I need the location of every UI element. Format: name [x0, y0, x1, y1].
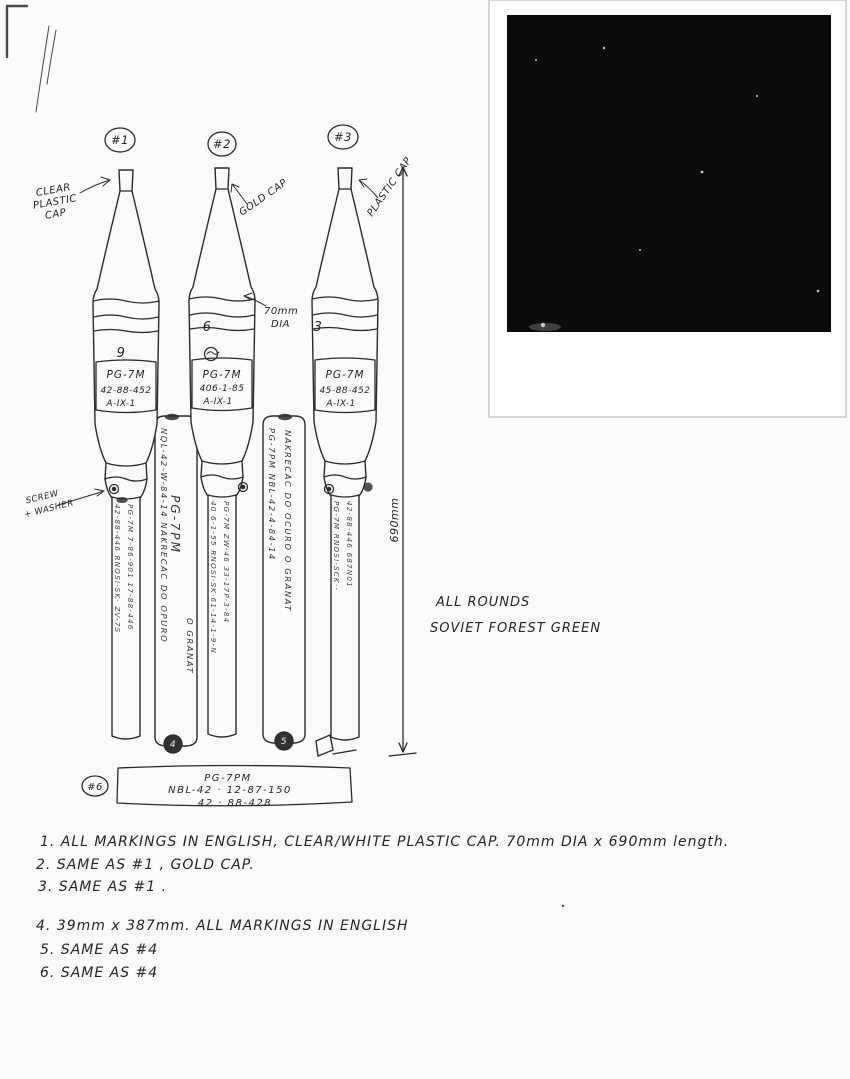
bottom-box-outline [116, 764, 353, 807]
rocket-1-details [92, 190, 160, 500]
photo-smudge [529, 323, 561, 331]
note-5: 5. SAME AS #4 [40, 942, 158, 958]
booster-5-tag-circle [274, 731, 294, 751]
ink-dot [561, 904, 565, 908]
booster-4-text-3: O GRANAT [185, 618, 195, 674]
tag-circles [81, 124, 359, 797]
rounds-color-note-line1: ALL ROUNDS [435, 595, 530, 610]
rocket-2-panel-line1: PG-7M [203, 369, 242, 381]
screw-arrow [57, 488, 105, 506]
booster-5-text-2: NAKRECAC DO OCURO O GRANAT [283, 430, 293, 612]
dia-label-line2: DIA [271, 319, 290, 330]
note-4: 4. 39mm x 387mm. ALL MARKINGS IN ENGLISH [36, 918, 409, 934]
booster-4-text-2: PG-7PM [168, 495, 182, 554]
rocket-1-tag-circle [104, 127, 136, 153]
attached-photo [507, 15, 831, 332]
bottom-box-tag: #6 [87, 782, 103, 793]
rocket-3-tag-circle [327, 124, 359, 150]
bottom-box-line3: 42 · 88-428 [198, 798, 272, 809]
rocket-2-tail-text-1: 40 6-1-55 RNOSI·SK·61-14-1-9-N [209, 501, 218, 654]
stray-stroke [46, 29, 57, 85]
plastic-cap-arrow [358, 178, 379, 199]
clear-cap-arrow [79, 176, 111, 194]
note-3: 3. SAME AS #1 . [38, 879, 167, 895]
booster-5-drawing [262, 413, 306, 744]
rocket-1-panel-line1: PG-7M [107, 369, 146, 381]
rocket-3-fin-line [332, 749, 357, 755]
rocket-3-fin [315, 734, 334, 757]
booster-4-tag-circle [163, 734, 183, 754]
plastic-cap-note: PLASTIC CAP [365, 155, 414, 219]
bottom-box-line2: NBL-42 · 12-87-150 [168, 785, 292, 796]
clear-cap-note: CLEAR PLASTIC CAP [32, 182, 78, 222]
rocket-1-panel-line2: 42-88-452 [100, 386, 151, 396]
stray-stroke [35, 25, 50, 113]
rocket-3-marking-panel [314, 357, 376, 414]
note-6: 6. SAME AS #4 [40, 965, 158, 981]
rocket-2-details [188, 188, 256, 498]
gold-cap-note: GOLD CAP [237, 177, 290, 218]
rocket-1-tag: #1 [111, 133, 129, 147]
rocket-2-tail-text-2: PG-7M ZW-46 33-17P-3-84 [222, 501, 231, 623]
booster-4-nub [165, 413, 179, 421]
rocket-3-panel-line1: PG-7M [326, 369, 365, 381]
screw-icon [363, 482, 373, 492]
rocket-1-tail-text-2: PG-7M 7-86-901 17-88-446 [126, 504, 135, 630]
rocket-1-marking-panel [95, 359, 157, 414]
rocket-2-silhouette [188, 167, 256, 738]
dia-label-line1: 70mm [264, 306, 298, 317]
screw-icon [108, 483, 120, 495]
rocket-3-panel-line3: A-IX-1 [325, 399, 355, 409]
note-2: 2. SAME AS #1 , GOLD CAP. [36, 857, 255, 873]
booster-4-text-1: NQL-42-W-84-14 NAKRECAC DO OPURO [159, 428, 169, 643]
rocket-3-tail-text-2: 42-88-446 687N01 [345, 501, 354, 588]
booster-5-tag: 5 [281, 737, 287, 747]
rocket-2-panel-line2: 406-1-85 [200, 384, 245, 394]
length-label: 690mm [388, 498, 401, 543]
tail-collar-mark [116, 496, 128, 504]
rocket-1-silhouette [92, 169, 160, 740]
dia-arrow [243, 292, 267, 307]
note-1: 1. ALL MARKINGS IN ENGLISH, CLEAR/WHITE … [40, 834, 729, 850]
rounds-color-note-line2: SOVIET FOREST GREEN [430, 621, 601, 636]
screw-details [108, 481, 373, 504]
rocket-1-digit: 9 [117, 346, 126, 361]
gold-cap-arrow [230, 183, 248, 205]
rocket-2-digit: 6 [203, 320, 212, 335]
rocket-1-panel-line3: A-IX-1 [105, 399, 135, 409]
booster-4-drawing [154, 413, 198, 747]
rocket-3-tail-text-1: PG-7M RNOSI·SCK·- [332, 501, 341, 591]
photo-frame [488, 0, 847, 418]
bottom-box-tag-circle [81, 775, 109, 797]
rocket-3-drawing [311, 167, 379, 757]
rocket-2-marking-panel [191, 357, 253, 412]
rocket-2-drawing [188, 167, 256, 738]
rocket-3-silhouette [311, 167, 379, 741]
rocket-3-panel-line2: 45-88-452 [319, 386, 370, 396]
corner-mark [5, 4, 29, 59]
rocket-2-tag-circle [207, 131, 237, 157]
rocket-2-panel-line3: A-IX-1 [202, 397, 232, 407]
rocket-3-details [311, 188, 379, 498]
clear-cap-note-line3: CAP [44, 207, 67, 222]
rocket-1-tail-text-1: 42-88-446 RNOSI·SK· ZV-7S [113, 504, 122, 633]
rocket-1-drawing [92, 169, 160, 740]
length-dimension-line [388, 166, 417, 757]
annotation-arrows [57, 176, 379, 506]
rocket-3-digit: 3 [314, 320, 323, 335]
rocket-3-tag: #3 [334, 130, 352, 144]
booster-5-nub [278, 413, 292, 421]
screw-icon [237, 481, 249, 493]
booster-4-tag: 4 [170, 740, 176, 750]
screw-icon [323, 483, 335, 495]
bottom-box-line1: PG-7PM [204, 773, 251, 784]
photo-specks [535, 46, 820, 328]
booster-5-text-1: PG-7PM NBL-42-4-84-14 [267, 428, 277, 561]
screw-label: SCREW + WASHER [23, 489, 75, 521]
rocket-2-tag: #2 [213, 137, 231, 151]
